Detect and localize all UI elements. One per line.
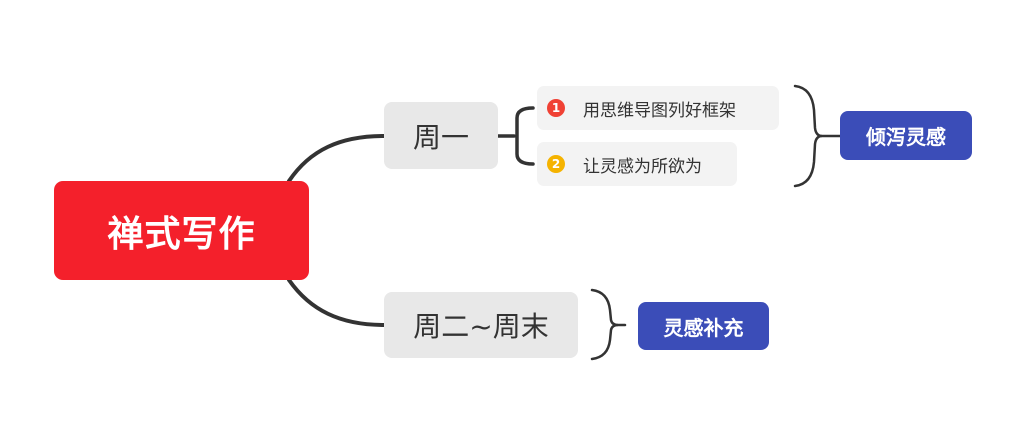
connector-branch-1-leaves: [496, 106, 535, 166]
summary-topic-label: 倾泻灵感: [866, 125, 946, 149]
priority-2-icon: 2: [547, 155, 565, 173]
subtopic-inspiration[interactable]: 2 让灵感为所欲为: [537, 142, 737, 186]
branch-topic-label: 周二~周末: [413, 310, 549, 343]
subtopic-framework[interactable]: 1 用思维导图列好框架: [537, 86, 779, 130]
summary-topic-label: 灵感补充: [663, 315, 744, 340]
summary-topic-supplement[interactable]: 灵感补充: [638, 302, 769, 350]
summary-bracket-1: [793, 84, 823, 188]
connector-root-branch-2: [287, 278, 386, 327]
branch-topic-label: 周一: [412, 120, 469, 154]
root-topic[interactable]: 禅式写作: [54, 181, 309, 280]
priority-1-icon: 1: [547, 99, 565, 117]
root-topic-label: 禅式写作: [107, 213, 256, 255]
subtopic-label: 让灵感为所欲为: [583, 156, 702, 177]
branch-topic-monday[interactable]: 周一: [384, 102, 498, 169]
connector-root-branch-1: [287, 134, 386, 183]
subtopic-label: 用思维导图列好框架: [583, 100, 736, 121]
summary-topic-pour[interactable]: 倾泻灵感: [840, 111, 972, 160]
summary-bracket-2: [590, 288, 619, 361]
branch-topic-tuesday-weekend[interactable]: 周二~周末: [384, 292, 578, 358]
